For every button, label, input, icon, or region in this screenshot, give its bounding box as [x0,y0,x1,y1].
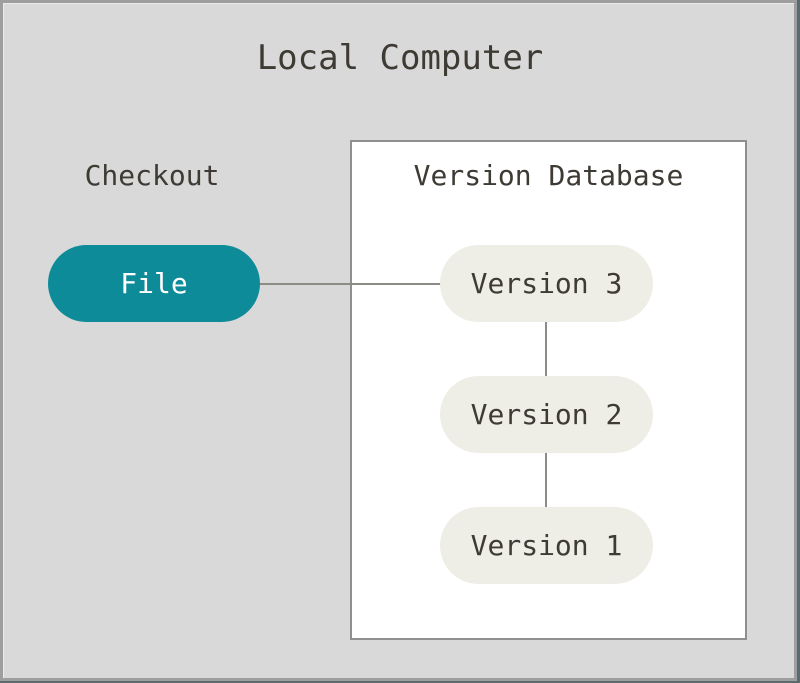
diagram-title: Local Computer [256,38,544,78]
connector-file-to-version3 [259,283,441,285]
version-database-title: Version Database [413,159,684,192]
checkout-label: Checkout [84,159,220,192]
file-node: File [48,245,260,322]
version-node: Version 1 [440,507,653,584]
connector-version2-to-version1 [545,453,547,508]
connector-version3-to-version2 [545,322,547,377]
version-node: Version 3 [440,245,653,322]
version-node: Version 2 [440,376,653,453]
